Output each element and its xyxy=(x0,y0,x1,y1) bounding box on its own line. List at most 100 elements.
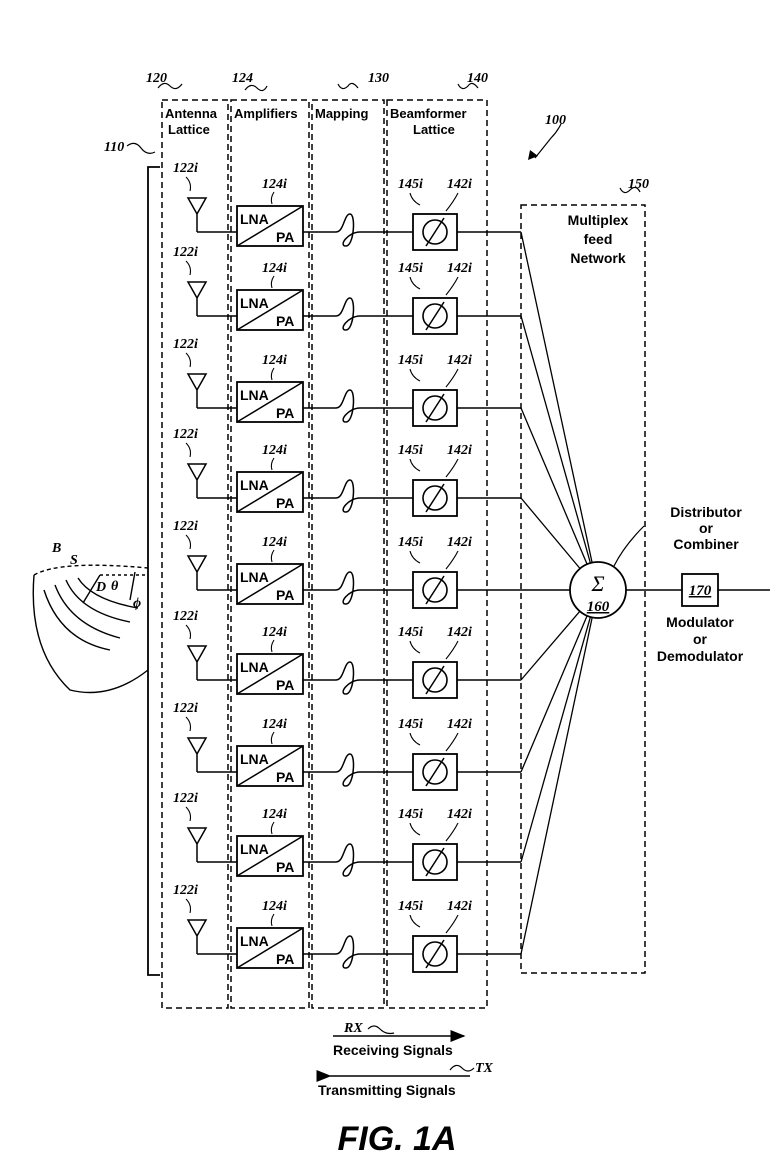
feed-network-label-3: Network xyxy=(570,250,625,266)
ref-amplifiers: 124 xyxy=(232,71,253,86)
phase-label-b-9: 142i xyxy=(447,899,472,914)
lna-label-6: LNA xyxy=(240,659,269,675)
amplifier-leader-9 xyxy=(270,913,275,927)
antenna-icon-8 xyxy=(186,827,208,862)
amplifier-leader-4 xyxy=(270,457,275,471)
ref-leader-100-line xyxy=(534,123,562,159)
mapping-path-4 xyxy=(303,479,413,513)
phase-circle-7 xyxy=(422,759,448,785)
modulator-label-2: or xyxy=(693,631,708,647)
antenna-label-1: 122i xyxy=(173,161,198,176)
amplifier-diagonal-1 xyxy=(236,205,304,247)
phase-label-b-1: 142i xyxy=(447,177,472,192)
ref-leader-120 xyxy=(157,82,183,90)
antenna-icon-7 xyxy=(186,737,208,772)
phase-circle-1 xyxy=(422,219,448,245)
phase-leader-a-4 xyxy=(409,458,421,472)
phase-label-b-3: 142i xyxy=(447,353,472,368)
lna-label-2: LNA xyxy=(240,295,269,311)
mapping-path-2 xyxy=(303,297,413,331)
pa-label-8: PA xyxy=(276,859,294,875)
feed-network-label-1: Multiplex xyxy=(568,212,629,228)
phase-circle-4 xyxy=(422,485,448,511)
phase-leader-b-1 xyxy=(445,192,459,212)
amplifier-leader-1 xyxy=(270,191,275,205)
phase-label-b-5: 142i xyxy=(447,535,472,550)
phase-label-b-4: 142i xyxy=(447,443,472,458)
ref-leader-110 xyxy=(126,142,156,154)
modulator-label-1: Modulator xyxy=(666,614,734,630)
phase-label-a-3: 145i xyxy=(398,353,423,368)
phase-leader-b-4 xyxy=(445,458,459,478)
phase-label-a-5: 145i xyxy=(398,535,423,550)
phase-label-a-4: 145i xyxy=(398,443,423,458)
amplifier-diagonal-6 xyxy=(236,653,304,695)
phase-leader-b-8 xyxy=(445,822,459,842)
mapping-header: Mapping xyxy=(315,106,368,121)
phase-label-a-7: 145i xyxy=(398,717,423,732)
amplifier-label-3: 124i xyxy=(262,353,287,368)
antenna-label-2: 122i xyxy=(173,245,198,260)
mapping-box xyxy=(311,99,385,1009)
rx-leader xyxy=(367,1025,395,1035)
label-D: D xyxy=(95,580,106,595)
reflector-bracket xyxy=(147,166,160,976)
phase-label-b-7: 142i xyxy=(447,717,472,732)
amplifier-diagonal-3 xyxy=(236,381,304,423)
phase-leader-b-9 xyxy=(445,914,459,934)
ref-mapping: 130 xyxy=(368,71,389,86)
phase-slash-7 xyxy=(425,757,445,787)
amplifier-leader-6 xyxy=(270,639,275,653)
antenna-leader-5 xyxy=(185,534,192,550)
amplifier-leader-5 xyxy=(270,549,275,563)
amplifier-label-5: 124i xyxy=(262,535,287,550)
label-B: B xyxy=(51,541,61,556)
mapping-path-9 xyxy=(303,935,413,969)
phase-circle-8 xyxy=(422,849,448,875)
mapping-path-8 xyxy=(303,843,413,877)
pa-label-5: PA xyxy=(276,587,294,603)
antenna-leader-8 xyxy=(185,806,192,822)
phase-leader-a-8 xyxy=(409,822,421,836)
phase-slash-6 xyxy=(425,665,445,695)
antenna-leader-2 xyxy=(185,260,192,276)
lna-label-4: LNA xyxy=(240,477,269,493)
amplifier-label-9: 124i xyxy=(262,899,287,914)
phase-leader-a-6 xyxy=(409,640,421,654)
amplifier-diagonal-4 xyxy=(236,471,304,513)
modulator-box xyxy=(681,573,719,607)
antenna-leader-1 xyxy=(185,176,192,192)
antenna-icon-2 xyxy=(186,281,208,316)
ref-leader-124 xyxy=(244,84,268,92)
combiner-label-2: or xyxy=(699,520,714,536)
phase-leader-a-7 xyxy=(409,732,421,746)
fan-line-8 xyxy=(520,616,592,863)
label-phi: ϕ xyxy=(133,596,141,611)
rx-tag: RX xyxy=(343,1021,363,1036)
phase-leader-b-7 xyxy=(445,732,459,752)
ref-leader-130 xyxy=(337,82,359,90)
antenna-leader-3 xyxy=(185,352,192,368)
pa-label-3: PA xyxy=(276,405,294,421)
antenna-leader-4 xyxy=(185,442,192,458)
pa-label-6: PA xyxy=(276,677,294,693)
fan-line-4 xyxy=(520,497,581,569)
phase-slash-9 xyxy=(425,939,445,969)
ref-system: 100 xyxy=(545,113,566,128)
antenna-icon-9 xyxy=(186,919,208,954)
antenna-icon-1 xyxy=(186,197,208,232)
phase-leader-a-2 xyxy=(409,276,421,290)
amplifier-diagonal-9 xyxy=(236,927,304,969)
phase-circle-6 xyxy=(422,667,448,693)
phase-label-b-8: 142i xyxy=(447,807,472,822)
mapping-path-7 xyxy=(303,753,413,787)
antenna-label-3: 122i xyxy=(173,337,198,352)
phase-leader-b-5 xyxy=(445,550,459,570)
antenna-lattice-header-1: Antenna xyxy=(165,106,218,121)
antenna-icon-5 xyxy=(186,555,208,590)
combiner-ref: 160 xyxy=(587,599,610,615)
label-theta: θ xyxy=(111,579,119,594)
amplifier-diagonal-8 xyxy=(236,835,304,877)
rx-text: Receiving Signals xyxy=(333,1042,453,1058)
modulator-label-3: Demodulator xyxy=(657,648,744,664)
